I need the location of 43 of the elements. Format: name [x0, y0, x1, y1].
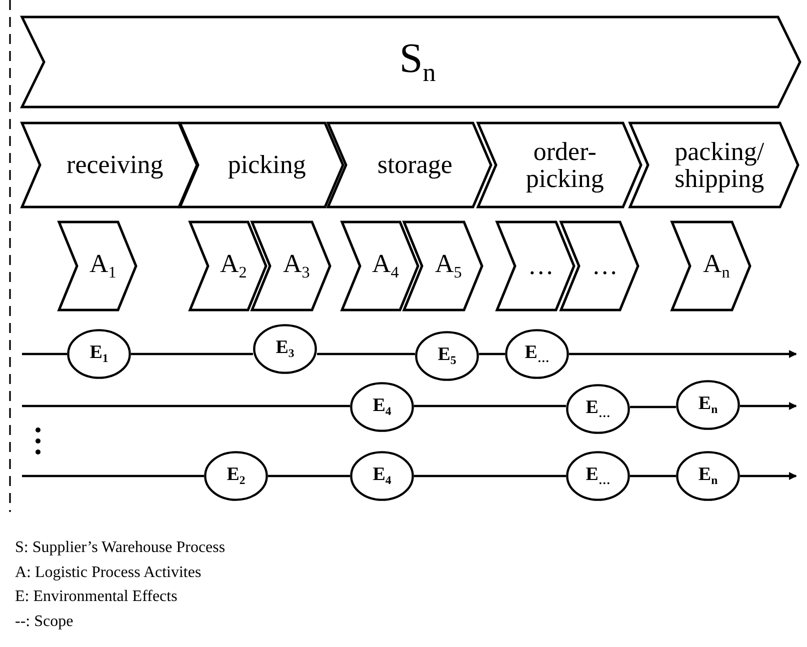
connector-line — [131, 352, 253, 356]
process-label: order- picking — [524, 138, 605, 192]
arrow — [740, 402, 797, 410]
connector-line — [22, 352, 67, 356]
process-label: … — [590, 252, 618, 280]
effect-label: E$_{n}$ — [698, 464, 718, 488]
arrow — [740, 472, 797, 480]
process-label: A$_{3}$ — [282, 250, 310, 282]
legend-note: A: Logistic Process Activites — [15, 564, 202, 582]
effect-label: E$_{4}$ — [372, 464, 392, 488]
legend-note: --: Scope — [15, 612, 74, 630]
arrow — [569, 350, 797, 358]
effect-label: E$_{n}$ — [698, 394, 718, 416]
process-label: A$_{1}$ — [88, 250, 116, 282]
connector-line — [22, 474, 204, 478]
process-label: A$_{4}$ — [370, 250, 399, 282]
effect-label: E$_{…}$ — [586, 464, 610, 488]
effect-label: E$_{5}$ — [438, 344, 456, 368]
effect-label: E$_{4}$ — [372, 396, 392, 418]
connector-line — [414, 404, 566, 408]
effect-label: E$_{1}$ — [90, 342, 108, 366]
connector-line — [268, 474, 350, 478]
process-label: picking — [226, 151, 306, 179]
process-label: S$_{n}$ — [398, 37, 436, 87]
connector-line — [414, 474, 566, 478]
process-label: A$_{n}$ — [702, 250, 730, 282]
process-label: packing/ shipping — [674, 138, 766, 192]
legend-note: S: Supplier’s Warehouse Process — [15, 539, 226, 557]
effect-label: E$_{…}$ — [586, 398, 610, 420]
connector-line — [630, 406, 676, 408]
effect-label: E$_{2}$ — [226, 464, 246, 488]
process-label: A$_{2}$ — [218, 250, 247, 282]
process-label: receiving — [66, 151, 164, 179]
legend-note: E: Environmental Effects — [15, 588, 178, 606]
connector-line — [630, 474, 676, 478]
connector-line — [317, 352, 415, 356]
connector-line — [479, 352, 505, 356]
process-label: … — [526, 252, 554, 280]
effect-label: E$_{3}$ — [276, 338, 294, 360]
process-label: storage — [376, 151, 452, 179]
process-label: A$_{5}$ — [434, 250, 462, 282]
connector-line — [22, 404, 350, 408]
effect-label: E$_{…}$ — [524, 342, 550, 366]
